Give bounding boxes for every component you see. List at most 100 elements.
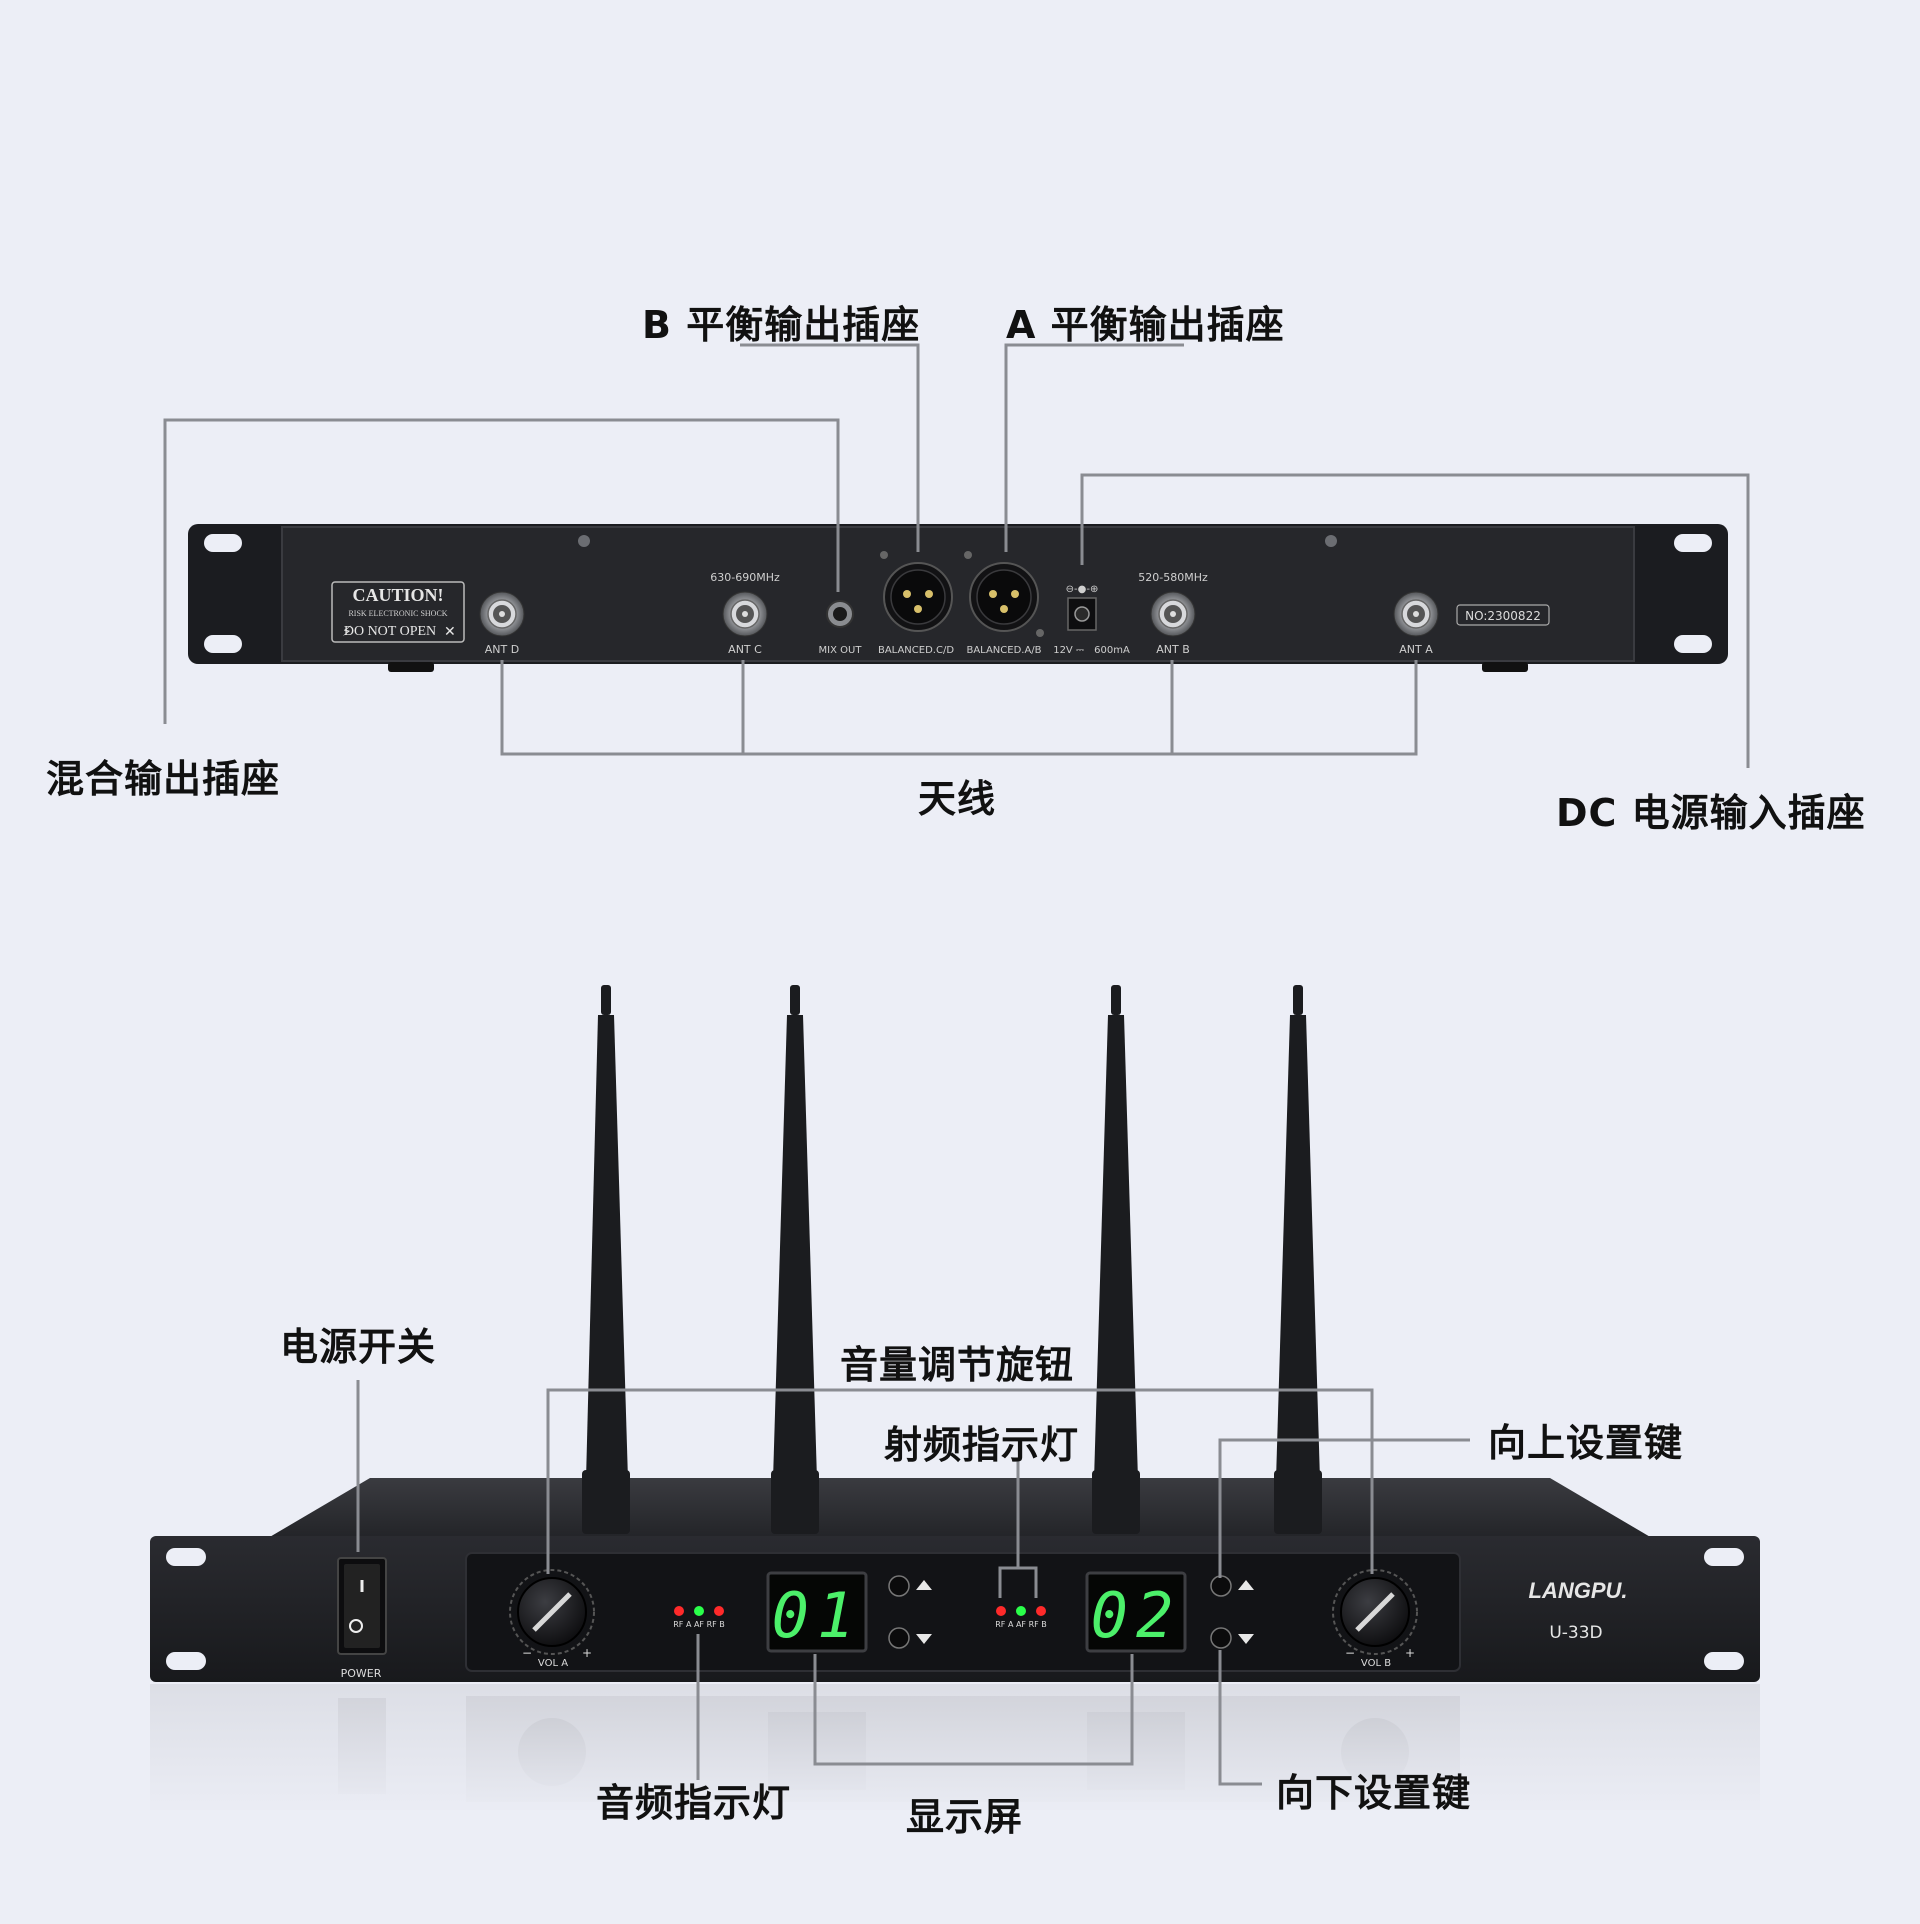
ant-a-connector[interactable] xyxy=(1393,591,1439,637)
mix-out-label: MIX OUT xyxy=(819,645,863,656)
vol-a-plus: + xyxy=(582,1646,592,1660)
rf-a-led xyxy=(674,1606,684,1616)
callout-down-key: 向下设置键 xyxy=(1276,1771,1472,1815)
volume-knob-b[interactable] xyxy=(1332,1569,1418,1655)
callout-power-switch: 电源开关 xyxy=(280,1325,437,1369)
balanced-ab-label: BALANCED.A/B xyxy=(966,645,1041,656)
vol-b-minus: − xyxy=(1345,1646,1355,1660)
reflection-fade xyxy=(150,1684,1760,1824)
dc-polarity-icon: ⊖-●-⊕ xyxy=(1066,584,1099,595)
rf-b-led xyxy=(714,1606,724,1616)
screw-icon xyxy=(880,551,888,559)
front-leader-lines xyxy=(356,1380,1470,1786)
leader-dc-input xyxy=(1080,473,1750,768)
screw-icon xyxy=(1036,629,1044,637)
leader-a-balanced xyxy=(1004,343,1184,552)
balanced-ab-xlr[interactable] xyxy=(969,562,1039,632)
caution-title: CAUTION! xyxy=(352,585,443,605)
callout-mix-out: 混合输出插座 xyxy=(46,757,281,801)
rear-chassis xyxy=(281,526,1635,662)
screw-icon xyxy=(578,535,590,547)
down-button-a[interactable] xyxy=(888,1627,910,1649)
leader-volume-knobs xyxy=(546,1388,1374,1574)
down-arrow-icon xyxy=(1238,1634,1254,1644)
callout-af-indicator: 音频指示灯 xyxy=(596,1781,792,1825)
display-a xyxy=(766,1571,868,1653)
power-switch-rocker[interactable] xyxy=(344,1564,380,1648)
up-button-b[interactable] xyxy=(1210,1575,1232,1597)
down-arrow-icon xyxy=(916,1634,932,1644)
display-b-value: 02 xyxy=(1091,1579,1182,1652)
dc-input-jack[interactable] xyxy=(1067,597,1097,631)
rf-b-led xyxy=(1036,1606,1046,1616)
up-button-a[interactable] xyxy=(888,1575,910,1597)
ant-d-connector[interactable] xyxy=(479,591,525,637)
vol-b-label: VOL B xyxy=(1361,1658,1391,1669)
vol-a-label: VOL A xyxy=(538,1658,568,1669)
serial-number: NO:2300822 xyxy=(1465,609,1541,623)
leader-rf-bracket xyxy=(998,1566,1038,1598)
ant-d-label: ANT D xyxy=(485,643,519,656)
front-reflection xyxy=(150,1684,1760,1824)
led-labels-b: RF A AF RF B xyxy=(995,1620,1047,1629)
caution-line1: RISK ELECTRONIC SHOCK xyxy=(348,609,447,618)
freq-label-ab: 520-580MHz xyxy=(1138,571,1208,584)
dc-voltage-label: 12V xyxy=(1053,645,1073,656)
dc-symbol-icon: ⎓ xyxy=(1076,645,1084,656)
rear-leader-lines xyxy=(163,343,1750,768)
af-led xyxy=(694,1606,704,1616)
leader-down-key xyxy=(1218,1650,1262,1786)
caution-line2: DO NOT OPEN xyxy=(344,624,436,639)
ant-b-connector[interactable] xyxy=(1150,591,1196,637)
volume-knob-a[interactable] xyxy=(509,1569,595,1655)
power-off-icon xyxy=(349,1619,363,1633)
rear-panel: CAUTION! RISK ELECTRONIC SHOCK DO NOT OP… xyxy=(188,524,1728,672)
balanced-cd-xlr[interactable] xyxy=(883,562,953,632)
brand-logo: LANGPU. xyxy=(1529,1578,1628,1603)
leader-mix-out xyxy=(163,418,840,724)
caution-label-box xyxy=(331,581,465,643)
rear-ear-slot xyxy=(1674,534,1712,552)
antenna xyxy=(771,985,819,1534)
down-button-b[interactable] xyxy=(1210,1627,1232,1649)
antenna xyxy=(582,985,630,1534)
callout-display: 显示屏 xyxy=(906,1795,1024,1839)
callout-volume-knob: 音量调节旋钮 xyxy=(840,1343,1075,1387)
display-b xyxy=(1085,1571,1187,1653)
front-unit: POWER − VOL A + RF A AF RF B 01 RF A AF … xyxy=(150,985,1760,1682)
rear-foot xyxy=(388,662,434,672)
mix-out-jack-hole xyxy=(833,607,847,621)
rf-a-led xyxy=(996,1606,1006,1616)
dc-input-jack-hole xyxy=(1074,606,1090,622)
tools-icon: ✕ xyxy=(444,624,456,640)
antenna xyxy=(1092,985,1140,1534)
rear-ear-slot xyxy=(1674,635,1712,653)
antenna xyxy=(1274,985,1322,1534)
leader-up-key xyxy=(1218,1438,1470,1578)
vol-a-minus: − xyxy=(522,1646,532,1660)
leader-antenna-outer xyxy=(500,660,1418,756)
screw-icon xyxy=(1325,535,1337,547)
led-labels-a: RF A AF RF B xyxy=(673,1620,725,1629)
lightning-icon: ⚡ xyxy=(342,624,352,640)
callout-dc-input: DC 电源输入插座 xyxy=(1556,791,1866,835)
leader-b-balanced xyxy=(740,343,920,552)
antennas xyxy=(582,985,1322,1534)
freq-label-cd: 630-690MHz xyxy=(710,571,780,584)
front-ear-slot xyxy=(166,1548,206,1566)
ant-c-connector[interactable] xyxy=(722,591,768,637)
rear-foot xyxy=(1482,662,1528,672)
balanced-cd-label: BALANCED.C/D xyxy=(878,645,954,656)
model-label: U-33D xyxy=(1549,1623,1602,1643)
callout-up-key: 向上设置键 xyxy=(1488,1421,1684,1465)
front-ear-slot xyxy=(166,1652,206,1670)
chassis-top xyxy=(268,1478,1652,1538)
rear-ear-slot xyxy=(204,534,242,552)
dc-current-label: 600mA xyxy=(1094,645,1130,656)
up-arrow-icon xyxy=(1238,1580,1254,1590)
ant-b-label: ANT B xyxy=(1156,643,1190,656)
ant-c-label: ANT C xyxy=(728,643,762,656)
callout-b-balanced: B 平衡输出插座 xyxy=(642,303,921,347)
